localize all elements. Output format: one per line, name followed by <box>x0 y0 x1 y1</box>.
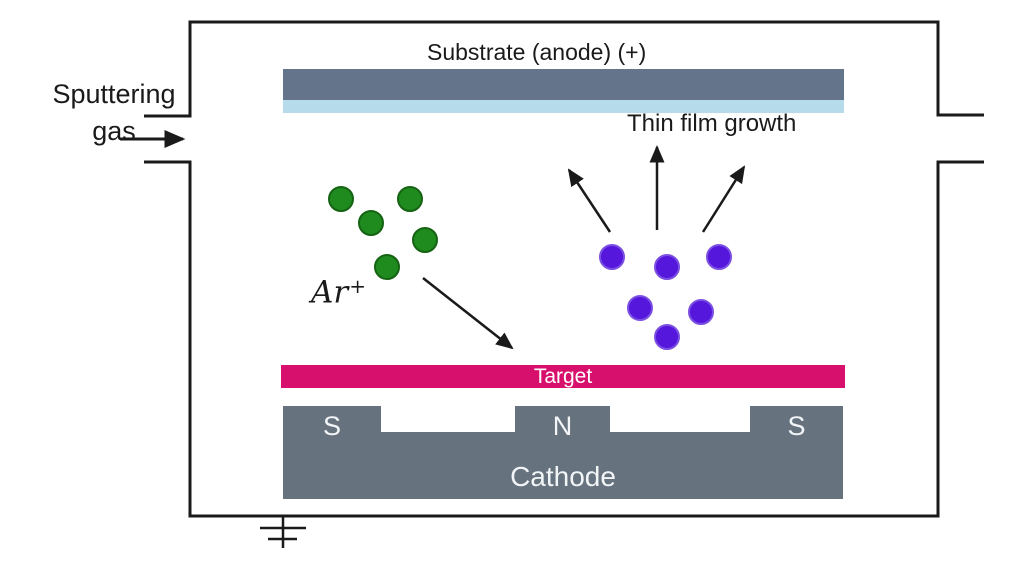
sputtering-gas-line2: gas <box>92 116 136 146</box>
sputtering-gas-label: Sputtering gas <box>34 76 194 150</box>
argon-ion-label: Ar+ <box>311 272 366 311</box>
argon-ion-particle <box>358 210 384 236</box>
argon-ion-particle <box>412 227 438 253</box>
substrate-label: Substrate (anode) (+) <box>427 39 647 65</box>
argon-ion-particle <box>328 186 354 212</box>
sputtered-atom-particle <box>706 244 732 270</box>
sputtering-gas-line1: Sputtering <box>52 79 176 109</box>
sputtered-atom-particle <box>654 324 680 350</box>
sputtered-atom-particle <box>688 299 714 325</box>
argon-ion-particle <box>374 254 400 280</box>
sputtered-atom-particle <box>627 295 653 321</box>
argon-ion-symbol: Ar <box>311 274 349 311</box>
sputtered-atom-particle <box>599 244 625 270</box>
thin-film-growth-label: Thin film growth <box>627 110 797 137</box>
argon-ion-charge: + <box>349 274 366 298</box>
sputtered-atom-particle <box>654 254 680 280</box>
argon-ion-particle <box>397 186 423 212</box>
